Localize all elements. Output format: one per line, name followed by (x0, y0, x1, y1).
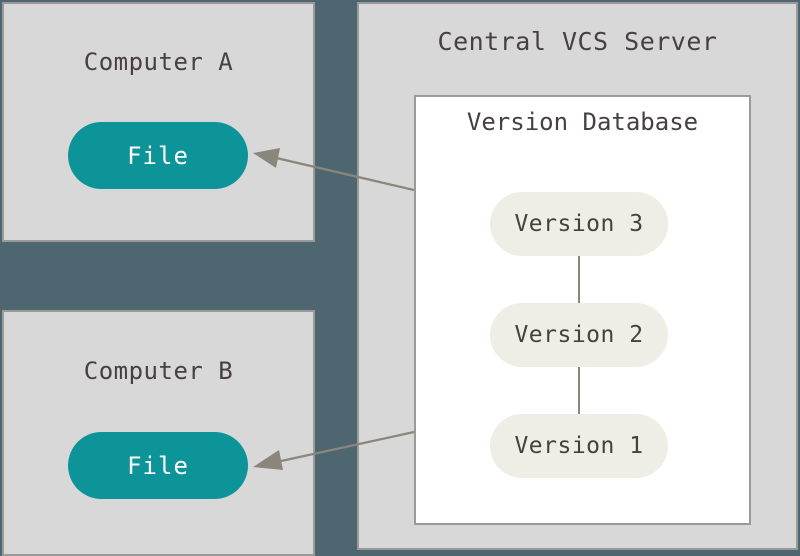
version-database-title: Version Database (466, 108, 699, 136)
central-vcs-server-title: Central VCS Server (437, 27, 718, 56)
computer-b-file-pill[interactable]: File (68, 432, 248, 499)
version-3-pill[interactable]: Version 3 (490, 192, 668, 256)
version-3-label: Version 3 (514, 211, 644, 237)
computer-a-file-label: File (127, 141, 189, 170)
computer-a-title: Computer A (83, 48, 234, 76)
computer-b-title: Computer B (83, 357, 234, 385)
version-2-pill[interactable]: Version 2 (490, 303, 668, 367)
version-1-label: Version 1 (514, 433, 644, 459)
computer-b-file-label: File (127, 451, 189, 480)
computer-a-file-pill[interactable]: File (68, 122, 248, 189)
version-2-label: Version 2 (514, 322, 644, 348)
version-1-pill[interactable]: Version 1 (490, 414, 668, 478)
